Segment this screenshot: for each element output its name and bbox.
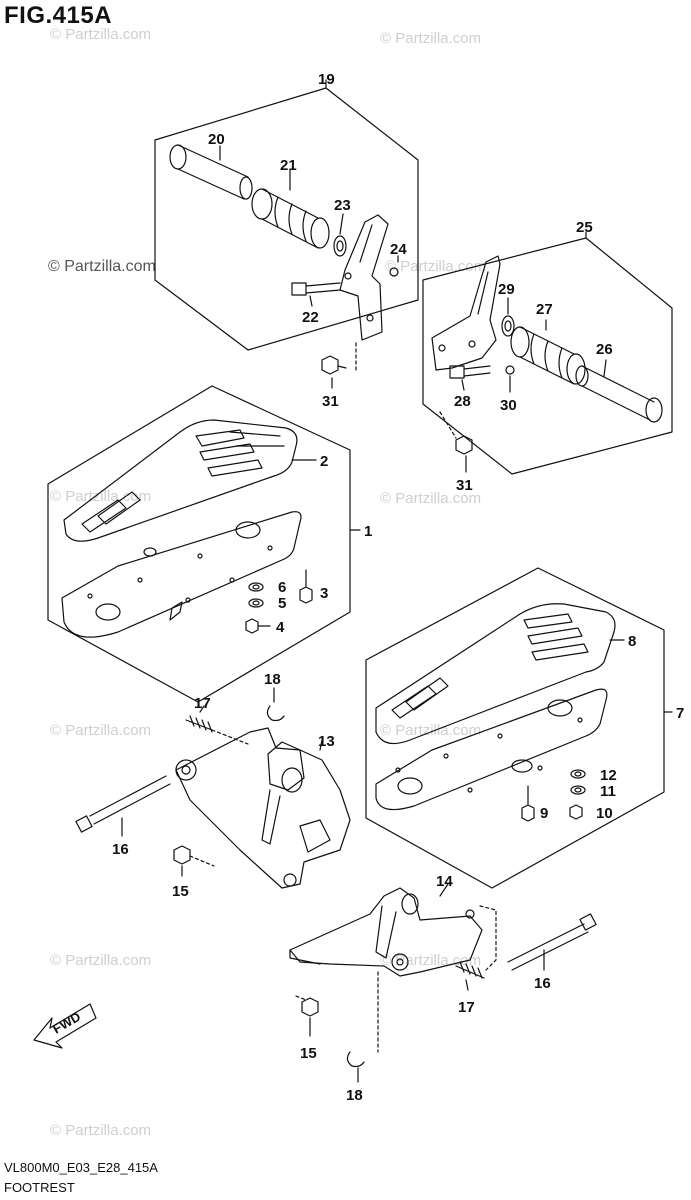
watermark: © Partzilla.com	[50, 722, 152, 739]
part-label-29: 29	[498, 281, 515, 298]
watermark: © Partzilla.com	[50, 26, 152, 43]
bracket-13	[175, 727, 351, 889]
watermark: © Partzilla.com	[48, 258, 156, 275]
part-label-14: 14	[436, 873, 453, 890]
floorboard-base-1	[61, 511, 302, 638]
clip-18-left	[266, 687, 285, 722]
peg-shaft-20	[169, 144, 253, 200]
clip-18-right	[346, 971, 379, 1083]
part-number-labels: 1 2 3 4 5 6 7 8 9 10 11 12 13 14 15 15 1…	[112, 71, 684, 1104]
watermark: © Partzilla.com	[380, 490, 482, 507]
bracket-19	[339, 214, 389, 341]
part-label-18: 18	[346, 1087, 363, 1104]
bolt-15-left	[173, 845, 215, 877]
part-label-18: 18	[264, 671, 281, 688]
assembly-1-frame	[47, 385, 351, 703]
watermark: © Partzilla.com	[50, 1122, 152, 1139]
part-label-27: 27	[536, 301, 553, 318]
bolt-15-right	[295, 995, 319, 1037]
bolt-9	[521, 785, 535, 822]
part-label-15: 15	[172, 883, 189, 900]
washer-29	[501, 297, 515, 337]
assembly-25-frame	[422, 237, 673, 475]
part-label-19: 19	[318, 71, 335, 88]
watermark: © Partzilla.com	[50, 952, 152, 969]
pin-30	[505, 365, 515, 393]
figure-code: VL800M0_E03_E28_415A	[4, 1160, 158, 1175]
part-label-8: 8	[628, 633, 636, 650]
part-label-30: 30	[500, 397, 517, 414]
part-label-11: 11	[600, 783, 616, 800]
part-label-2: 2	[320, 453, 328, 470]
part-label-22: 22	[302, 309, 319, 326]
washer-12	[570, 769, 586, 779]
assembly-19-frame	[154, 87, 419, 351]
part-label-17: 17	[458, 999, 475, 1016]
assembly-7-frame	[365, 567, 665, 889]
peg-rubber-21	[251, 169, 330, 249]
part-label-20: 20	[208, 131, 225, 148]
bolt-31-left	[321, 341, 357, 389]
bracket-14	[289, 883, 497, 977]
washer-6	[248, 582, 264, 592]
assembly-1-group	[47, 385, 361, 703]
part-label-10: 10	[596, 805, 613, 822]
bolt-28	[449, 365, 491, 391]
nut-10	[569, 804, 583, 820]
long-bolt-16-left	[75, 775, 171, 837]
figure-caption: FOOTREST	[4, 1180, 75, 1195]
nut-4	[245, 618, 271, 634]
part-label-16: 16	[534, 975, 551, 992]
assembly-19-group	[154, 79, 419, 389]
washer-23	[333, 213, 347, 257]
part-label-5: 5	[278, 595, 286, 612]
stud-17-right	[455, 961, 485, 991]
part-label-15: 15	[300, 1045, 317, 1062]
pin-24	[389, 255, 399, 277]
watermark: © Partzilla.com	[50, 488, 152, 505]
floorboard-rubber-2	[63, 419, 317, 542]
part-label-31: 31	[322, 393, 339, 410]
floorboard-base-7	[375, 688, 608, 811]
watermark: © Partzilla.com	[380, 30, 482, 47]
washer-11	[570, 785, 586, 795]
bolt-3	[299, 569, 313, 604]
part-label-9: 9	[540, 805, 548, 822]
part-label-31: 31	[456, 477, 473, 494]
part-label-24: 24	[390, 241, 407, 258]
peg-rubber-27	[510, 319, 586, 385]
part-label-6: 6	[278, 579, 286, 596]
stud-17-left	[185, 705, 249, 745]
part-label-7: 7	[676, 705, 684, 722]
bolt-31-right	[439, 411, 473, 473]
peg-shaft-26	[575, 359, 663, 423]
part-label-26: 26	[596, 341, 613, 358]
part-label-12: 12	[600, 767, 617, 784]
washer-5	[248, 598, 264, 608]
part-label-3: 3	[320, 585, 328, 602]
part-label-21: 21	[280, 157, 297, 174]
part-label-1: 1	[364, 523, 372, 540]
long-bolt-16-right	[507, 913, 597, 971]
part-label-4: 4	[276, 619, 285, 636]
part-label-23: 23	[334, 197, 351, 214]
bracket-25	[431, 255, 501, 371]
watermark: © Partzilla.com	[380, 722, 482, 739]
assembly-25-group	[422, 231, 673, 475]
bolt-22	[291, 282, 341, 307]
part-label-25: 25	[576, 219, 593, 236]
floorboard-rubber-8	[375, 603, 625, 745]
assembly-7-group	[365, 567, 673, 889]
figure-title: FIG.415A	[4, 2, 113, 29]
part-label-28: 28	[454, 393, 471, 410]
part-label-13: 13	[318, 733, 335, 750]
fwd-arrow-icon: FWD	[33, 1003, 97, 1049]
part-label-17: 17	[194, 695, 211, 712]
part-label-16: 16	[112, 841, 129, 858]
